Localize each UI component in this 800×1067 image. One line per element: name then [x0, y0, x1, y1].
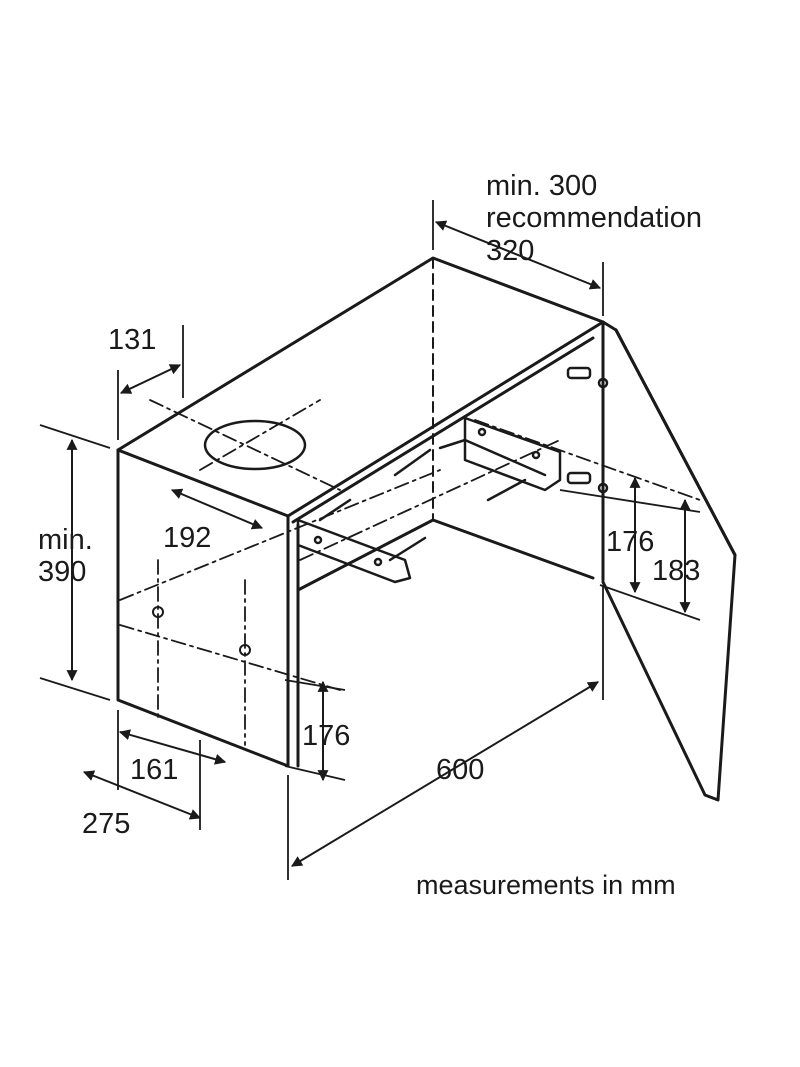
dim-label-390: 390 — [38, 556, 87, 589]
mounting-bracket-rear — [438, 416, 562, 492]
dim-label-192: 192 — [163, 522, 212, 554]
screws — [318, 448, 527, 562]
center-lines — [119, 399, 701, 746]
door-hinges — [566, 366, 609, 494]
dim-line-top-depth — [434, 220, 602, 290]
dim-label-275: 275 — [82, 808, 131, 840]
dim-label-top-min: min. 300 — [486, 170, 598, 202]
dim-line-192 — [170, 488, 264, 530]
units-note: measurements in mm — [416, 870, 676, 900]
dim-line-161 — [118, 729, 227, 765]
dim-label-top-depth: min. 300 recommendation 320 — [486, 170, 702, 267]
dim-label-bracket-183: 183 — [652, 555, 701, 587]
dim-label-131: 131 — [108, 324, 157, 356]
duct-opening — [203, 419, 307, 471]
dim-line-131 — [120, 364, 181, 394]
dim-label-top-recommendation: recommendation — [486, 202, 702, 235]
mounting-bracket-front — [296, 518, 412, 584]
dim-line-275 — [82, 770, 202, 820]
dim-label-min: min. — [38, 524, 93, 556]
dimension-lines — [66, 220, 691, 867]
dim-label-bottom-176: 176 — [302, 720, 351, 752]
dim-label-600: 600 — [436, 754, 485, 786]
door-panel — [601, 320, 737, 802]
dim-line-600 — [291, 681, 599, 867]
side-fixing-holes — [152, 606, 251, 656]
cabinet-outline — [116, 256, 605, 768]
dim-label-top-320: 320 — [486, 234, 535, 267]
dim-label-min-height: min. 390 — [38, 524, 93, 589]
dim-label-bracket-176: 176 — [606, 526, 655, 558]
dim-label-161: 161 — [130, 754, 179, 786]
